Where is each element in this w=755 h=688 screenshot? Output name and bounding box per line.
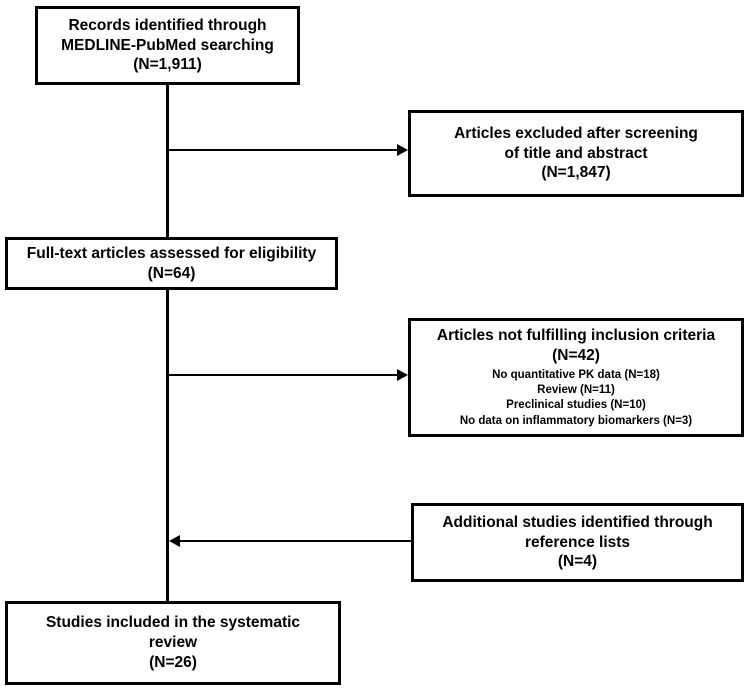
connector-branch-excluded-screening [167, 149, 398, 151]
exclusion-reason-item: Review (N=11) [537, 384, 615, 397]
node-fulltext-assessed: Full-text articles assessed for eligibil… [5, 237, 338, 290]
arrowhead-excluded-screening [397, 144, 408, 156]
connector-branch-additional-studies [180, 540, 411, 542]
node-studies-included-line-2: review [148, 634, 198, 652]
connector-trunk-main [166, 85, 169, 603]
node-records-identified-line-3: (N=1,911) [133, 56, 202, 74]
exclusion-reason-item: No data on inflammatory biomarkers (N=3) [459, 414, 693, 427]
node-studies-included-line-3: (N=26) [149, 653, 197, 671]
node-articles-excluded-screening-line-2: of title and abstract [504, 144, 648, 162]
node-records-identified-line-2: MEDLINE-PubMed searching [61, 36, 274, 54]
node-not-fulfilling-criteria-line-2: (N=42) [552, 347, 600, 365]
connector-branch-not-fulfilling [167, 374, 398, 376]
node-articles-excluded-screening-line-1: Articles excluded after screening [454, 124, 698, 142]
exclusion-reasons-list: No quantitative PK data (N=18) Review (N… [460, 368, 692, 429]
node-records-identified: Records identified through MEDLINE-PubMe… [35, 6, 300, 85]
node-studies-included: Studies included in the systematic revie… [5, 601, 341, 685]
node-studies-included-line-1: Studies included in the systematic [45, 614, 301, 632]
node-not-fulfilling-criteria: Articles not fulfilling inclusion criter… [408, 318, 744, 437]
exclusion-reason-item: No quantitative PK data (N=18) [492, 368, 660, 381]
node-articles-excluded-screening-line-3: (N=1,847) [541, 164, 611, 182]
exclusion-reason-item: Preclinical studies (N=10) [506, 399, 646, 412]
node-additional-studies-line-2: reference lists [524, 533, 631, 551]
arrowhead-not-fulfilling [397, 369, 408, 381]
node-fulltext-assessed-line-1: Full-text articles assessed for eligibil… [26, 244, 317, 262]
arrowhead-additional-studies [169, 535, 180, 547]
node-additional-studies-line-1: Additional studies identified through [442, 513, 713, 531]
node-fulltext-assessed-line-2: (N=64) [147, 264, 196, 282]
node-additional-studies: Additional studies identified through re… [411, 503, 744, 582]
node-additional-studies-line-3: (N=4) [557, 553, 598, 571]
node-articles-excluded-screening: Articles excluded after screening of tit… [408, 110, 744, 197]
node-not-fulfilling-criteria-line-1: Articles not fulfilling inclusion criter… [436, 327, 716, 345]
node-records-identified-line-1: Records identified through [68, 16, 267, 34]
